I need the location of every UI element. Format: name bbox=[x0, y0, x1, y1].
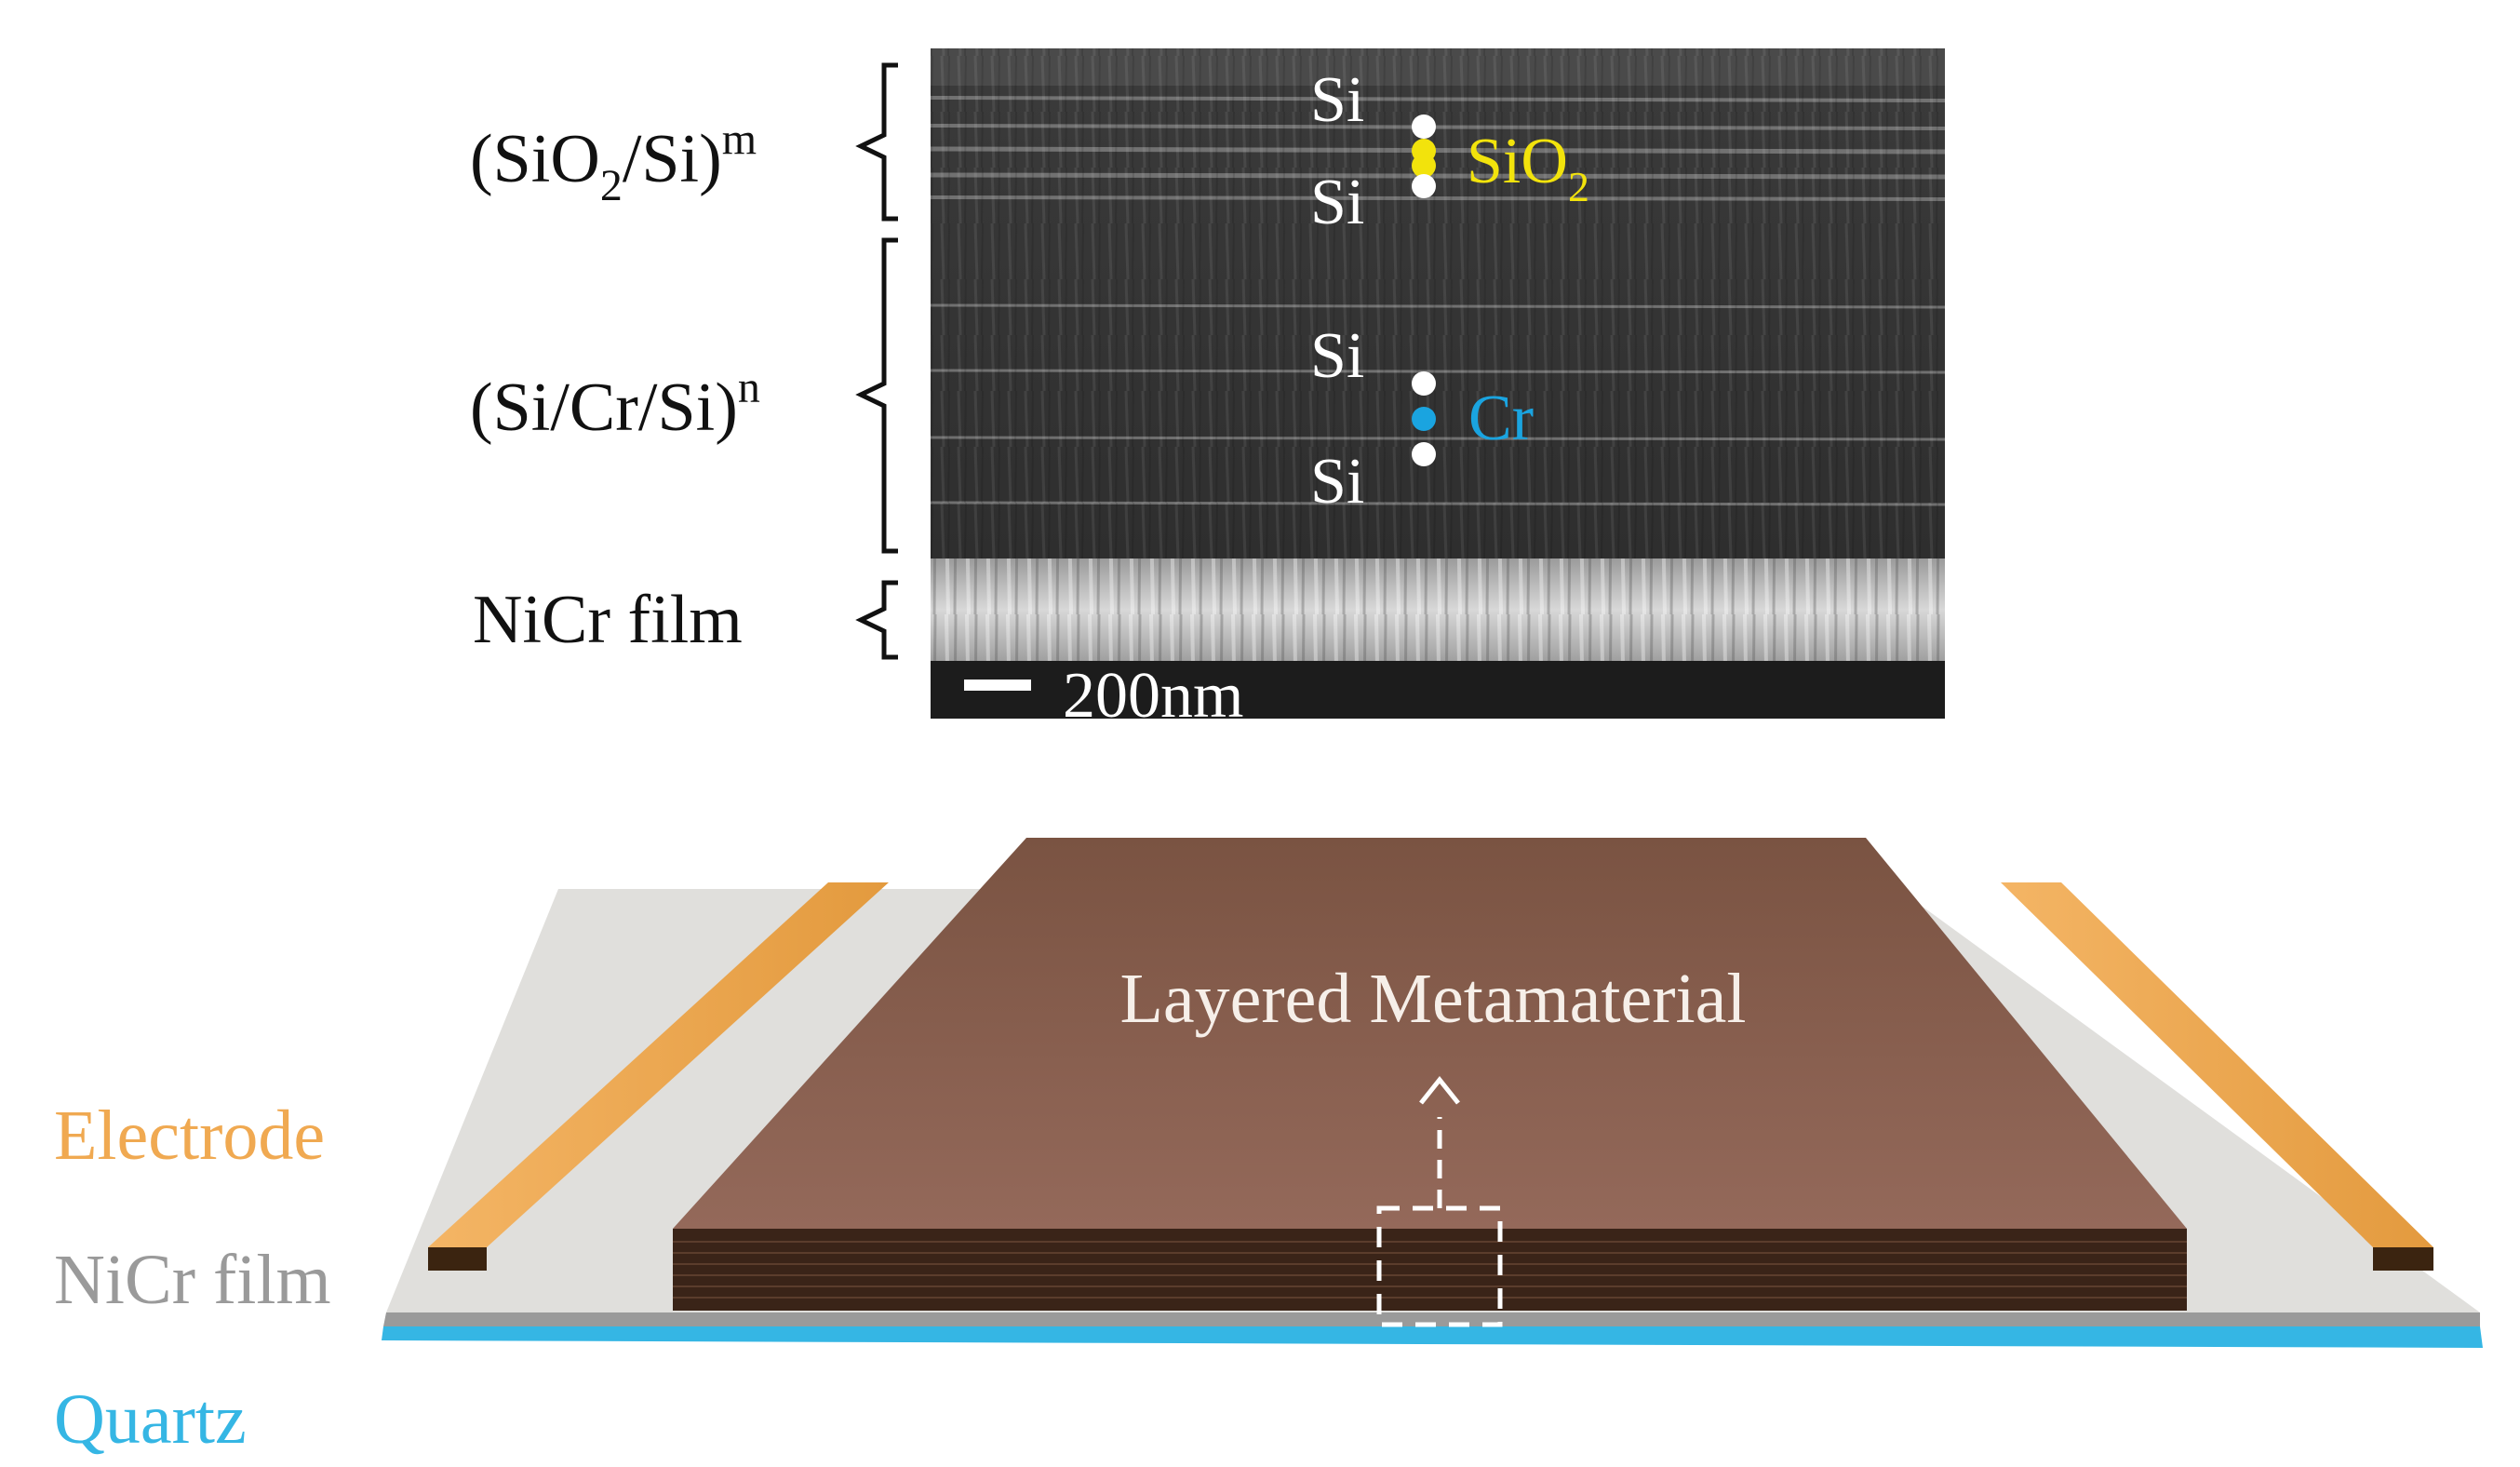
brace-top-stack bbox=[855, 62, 898, 222]
marker-si-top-1: Si bbox=[1310, 64, 1364, 136]
marker-si-mid-1: Si bbox=[1310, 320, 1364, 392]
nicr-film-edge bbox=[383, 1312, 2480, 1326]
dot-si-top-1 bbox=[1412, 114, 1436, 139]
legend-nicr-film: NiCr film bbox=[54, 1241, 331, 1319]
dot-si-mid-2 bbox=[1412, 442, 1436, 466]
metamaterial-title: Layered Metamaterial bbox=[1119, 960, 1746, 1038]
metamaterial-top-face bbox=[673, 838, 2187, 1229]
metamaterial-front-face bbox=[673, 1229, 2187, 1311]
marker-si-mid-2: Si bbox=[1310, 446, 1364, 518]
scale-bar-line bbox=[964, 680, 1031, 691]
brace-mid-stack bbox=[855, 237, 898, 554]
brace-nicr-film bbox=[855, 580, 898, 660]
sem-image: 200nm Si SiO2 Si Si Cr Si bbox=[930, 48, 1946, 732]
label-nicr-film-sem: NiCr film bbox=[473, 582, 743, 658]
electrode-right-top bbox=[2001, 882, 2433, 1247]
device-schematic: Layered Metamaterial bbox=[382, 838, 2483, 1348]
legend-electrode: Electrode bbox=[54, 1097, 325, 1175]
sem-labels: (SiO2/Si)m (Si/Cr/Si)n NiCr film bbox=[470, 62, 898, 660]
label-sio2-si-stack: (SiO2/Si)m bbox=[470, 114, 757, 210]
marker-si-top-2: Si bbox=[1310, 167, 1364, 238]
quartz-layer bbox=[382, 1326, 2483, 1348]
cross-section-box bbox=[1376, 1205, 1503, 1327]
marker-sio2: SiO2 bbox=[1467, 126, 1589, 210]
device-legend: Electrode NiCr film Quartz bbox=[54, 1097, 331, 1459]
dot-si-top-2 bbox=[1412, 174, 1436, 198]
legend-quartz: Quartz bbox=[54, 1380, 247, 1459]
marker-cr: Cr bbox=[1468, 383, 1534, 454]
label-si-cr-si-stack: (Si/Cr/Si)n bbox=[470, 363, 760, 446]
dot-cr bbox=[1412, 407, 1436, 431]
electrode-left-top bbox=[428, 882, 889, 1247]
dot-sio2-2 bbox=[1412, 154, 1436, 178]
metamaterial-layers bbox=[673, 1241, 2187, 1299]
scale-bar-label: 200nm bbox=[1063, 660, 1243, 732]
pointer-arrow-head bbox=[1419, 1075, 1460, 1105]
dot-si-mid-1 bbox=[1412, 371, 1436, 396]
electrode-right-side bbox=[2373, 1247, 2433, 1271]
electrode-left-side bbox=[428, 1247, 487, 1271]
